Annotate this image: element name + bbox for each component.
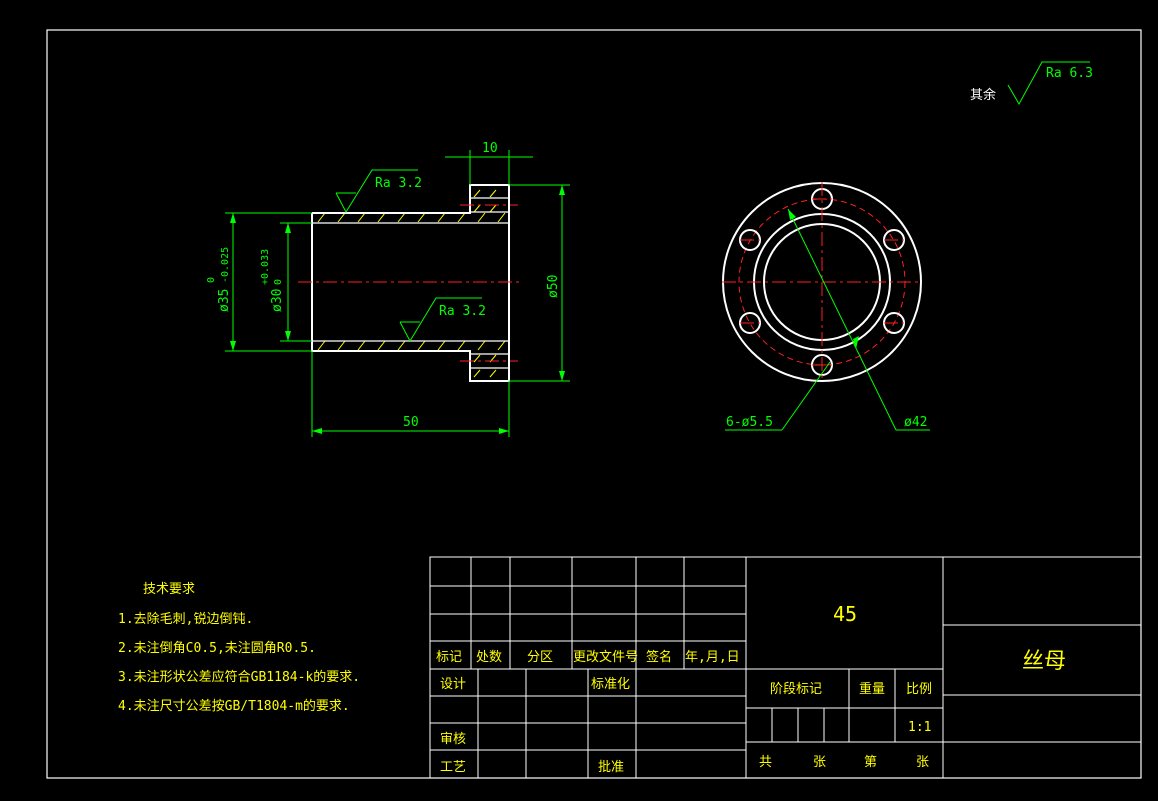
label-review: 审核 (440, 732, 466, 747)
rev-header-zone: 分区 (527, 650, 553, 665)
part-name: 丝母 (1022, 649, 1066, 674)
tech-requirements: 技术要求 1.去除毛刺,锐边倒钝. 2.未注倒角C0.5,未注圆角R0.5. 3… (118, 582, 360, 714)
label-stage-mark: 阶段标记 (770, 682, 822, 697)
roughness-inner-value: Ra 3.2 (439, 304, 486, 319)
tech-requirement-3: 3.未注形状公差应符合GB1184-k的要求. (118, 669, 360, 685)
sheet-unit-label-2: 张 (916, 755, 929, 770)
label-process: 工艺 (440, 760, 466, 775)
dim-inner-tol-lower: 0 (273, 279, 284, 285)
rev-header-sign: 签名 (646, 649, 672, 665)
drawing-border (46, 29, 1142, 779)
dim-inner-diameter: ø30 +0.033 0 (260, 222, 312, 342)
dim-flange-width: 10 (445, 141, 533, 185)
general-roughness-value: Ra 6.3 (1046, 66, 1093, 81)
label-weight: 重量 (859, 681, 885, 697)
hatch-pattern (317, 189, 506, 378)
tech-requirement-1: 1.去除毛刺,锐边倒钝. (118, 612, 253, 627)
dim-outer-tol-lower: -0.025 (220, 247, 231, 283)
dim-length: 50 (311, 351, 510, 437)
rev-header-date: 年,月,日 (685, 650, 740, 665)
dim-outer-diameter: ø35 0 -0.025 (206, 212, 312, 352)
end-view: 6-ø5.5 ø42 (722, 182, 930, 431)
label-standardize: 标准化 (591, 677, 630, 692)
dim-outer-diameter-label: ø35 (217, 289, 232, 312)
pitch-circle-label: ø42 (904, 415, 927, 430)
label-approve: 批准 (598, 760, 624, 775)
general-roughness-prefix: 其余 (970, 87, 996, 103)
sheet-number-label: 第 (864, 755, 877, 770)
sheet-total-label: 共 (759, 755, 772, 770)
title-block: 标记 处数 分区 更改文件号 签名 年,月,日 设计 标准化 审核 工艺 批准 … (429, 556, 1142, 779)
scale-value: 1:1 (908, 720, 931, 735)
label-scale: 比例 (906, 682, 932, 697)
roughness-inner: Ra 3.2 (399, 297, 486, 343)
dim-inner-tol-upper: +0.033 (260, 249, 271, 285)
general-roughness: 其余 Ra 6.3 (970, 61, 1093, 106)
tech-requirement-2: 2.未注倒角C0.5,未注圆角R0.5. (118, 641, 316, 656)
rev-header-doc: 更改文件号 (573, 650, 638, 665)
section-outline (311, 184, 510, 382)
dim-flange-diameter: ø50 (509, 184, 570, 382)
label-design: 设计 (440, 677, 466, 692)
dim-flange-width-label: 10 (482, 141, 498, 156)
material-value: 45 (833, 602, 857, 626)
rev-header-mark: 标记 (436, 650, 462, 665)
sheet-unit-label: 张 (813, 755, 826, 770)
dim-outer-tol-upper: 0 (206, 277, 217, 283)
section-view: 10 50 ø50 ø35 0 - (206, 141, 570, 437)
hole-spec-label: 6-ø5.5 (726, 415, 773, 430)
dim-length-label: 50 (403, 415, 419, 430)
leader-pitch-circle: ø42 (787, 208, 930, 431)
roughness-outer-value: Ra 3.2 (375, 176, 422, 191)
dim-flange-diameter-label: ø50 (546, 275, 561, 298)
tech-requirement-4: 4.未注尺寸公差按GB/T1804-m的要求. (118, 698, 350, 714)
tech-requirements-heading: 技术要求 (143, 582, 195, 597)
roughness-outer: Ra 3.2 (335, 169, 422, 214)
leader-holes: 6-ø5.5 (725, 361, 831, 431)
rev-header-count: 处数 (476, 650, 502, 665)
dim-inner-diameter-label: ø30 (270, 289, 285, 312)
